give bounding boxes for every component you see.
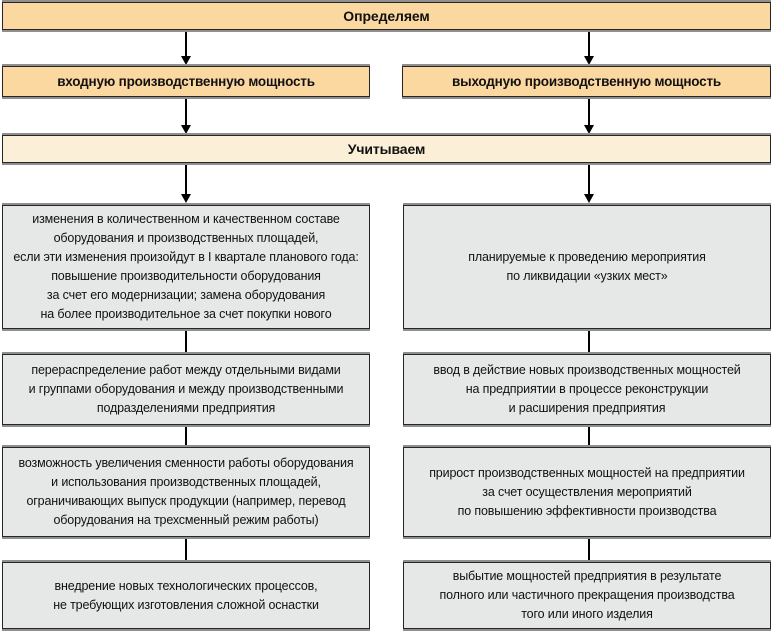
arrow-down-icon (584, 125, 594, 134)
connector-line (588, 536, 590, 564)
note-line: если эти изменения произойдут в I кварта… (13, 250, 359, 264)
note-line: за счет осуществления мероприятий (482, 484, 692, 499)
connector-line (588, 328, 590, 356)
consider-header-bar: Учитываем (2, 135, 771, 163)
note-line: возможность увеличения сменности работы … (18, 456, 354, 470)
note-line: оборудования и производственных площадей… (53, 231, 319, 245)
note-line: ввод в действие новых производственных м… (433, 363, 741, 377)
connector-line (588, 164, 590, 195)
note-line: прирост производственных мощностей на пр… (429, 465, 745, 480)
note-line: планируемые к проведению мероприятия (468, 250, 706, 264)
connector-line (185, 31, 187, 58)
consider-header-label: Учитываем (347, 141, 426, 157)
note-line: и использования производственных площаде… (51, 475, 321, 489)
note-line: на более производительное за счет покупк… (40, 307, 332, 321)
note-line: изменения в количественном и качественно… (32, 212, 340, 226)
note-box-right-1: планируемые к проведению мероприятия по … (403, 205, 771, 329)
arrow-down-icon (181, 194, 191, 203)
connector-line (185, 164, 187, 195)
arrow-down-icon (181, 125, 191, 134)
note-line: не требующих изготовления сложной оснаст… (53, 597, 319, 612)
output-capacity-label: выходную производственную мощность (452, 74, 721, 89)
note-line: выбытие мощностей предприятия в результа… (452, 569, 722, 583)
note-line: и группами оборудования и между производ… (28, 382, 344, 396)
define-header-bar: Определяем (2, 2, 771, 30)
note-box-right-4: выбытие мощностей предприятия в результа… (403, 562, 771, 629)
output-capacity-box: выходную производственную мощность (402, 66, 771, 97)
note-box-left-4: внедрение новых технологических процессо… (2, 562, 370, 629)
note-line: внедрение новых технологических процессо… (54, 578, 318, 593)
arrow-down-icon (181, 56, 191, 65)
input-capacity-label: входную производственную мощность (57, 74, 315, 89)
arrow-down-icon (584, 194, 594, 203)
connector-line (185, 98, 187, 126)
connector-line (588, 98, 590, 126)
note-line: за счет его модернизации; замена оборудо… (46, 288, 326, 302)
connector-line (588, 31, 590, 58)
note-line: на предприятии в процессе реконструкции (465, 382, 709, 396)
note-box-left-1: изменения в количественном и качественно… (2, 205, 370, 329)
note-line: по повышению эффективности производства (457, 503, 717, 518)
connector-line (588, 423, 590, 449)
note-box-left-3: возможность увеличения сменности работы … (2, 447, 370, 537)
connector-line (185, 536, 187, 564)
note-line: перераспределение работ между отдельными… (31, 363, 341, 377)
note-line: и расширения предприятия (508, 401, 666, 415)
define-header-label: Определяем (343, 8, 430, 24)
note-line: подразделениями предприятия (96, 401, 276, 415)
note-line: повышение производительности оборудовани… (51, 269, 321, 283)
input-capacity-box: входную производственную мощность (2, 66, 370, 97)
note-box-left-2: перераспределение работ между отдельными… (2, 354, 370, 425)
note-line: полного или частичного прекращения произ… (439, 588, 735, 602)
note-line: ограничивающих выпуск продукции (наприме… (26, 494, 346, 508)
note-line: оборудования на трехсменный режим работы… (53, 513, 319, 527)
note-box-right-3: прирост производственных мощностей на пр… (403, 447, 771, 537)
connector-line (185, 328, 187, 356)
note-line: по ликвидации «узких мест» (506, 269, 668, 283)
connector-line (185, 423, 187, 449)
note-line: того или иного изделия (521, 607, 653, 621)
note-box-right-2: ввод в действие новых производственных м… (403, 354, 771, 425)
arrow-down-icon (584, 56, 594, 65)
